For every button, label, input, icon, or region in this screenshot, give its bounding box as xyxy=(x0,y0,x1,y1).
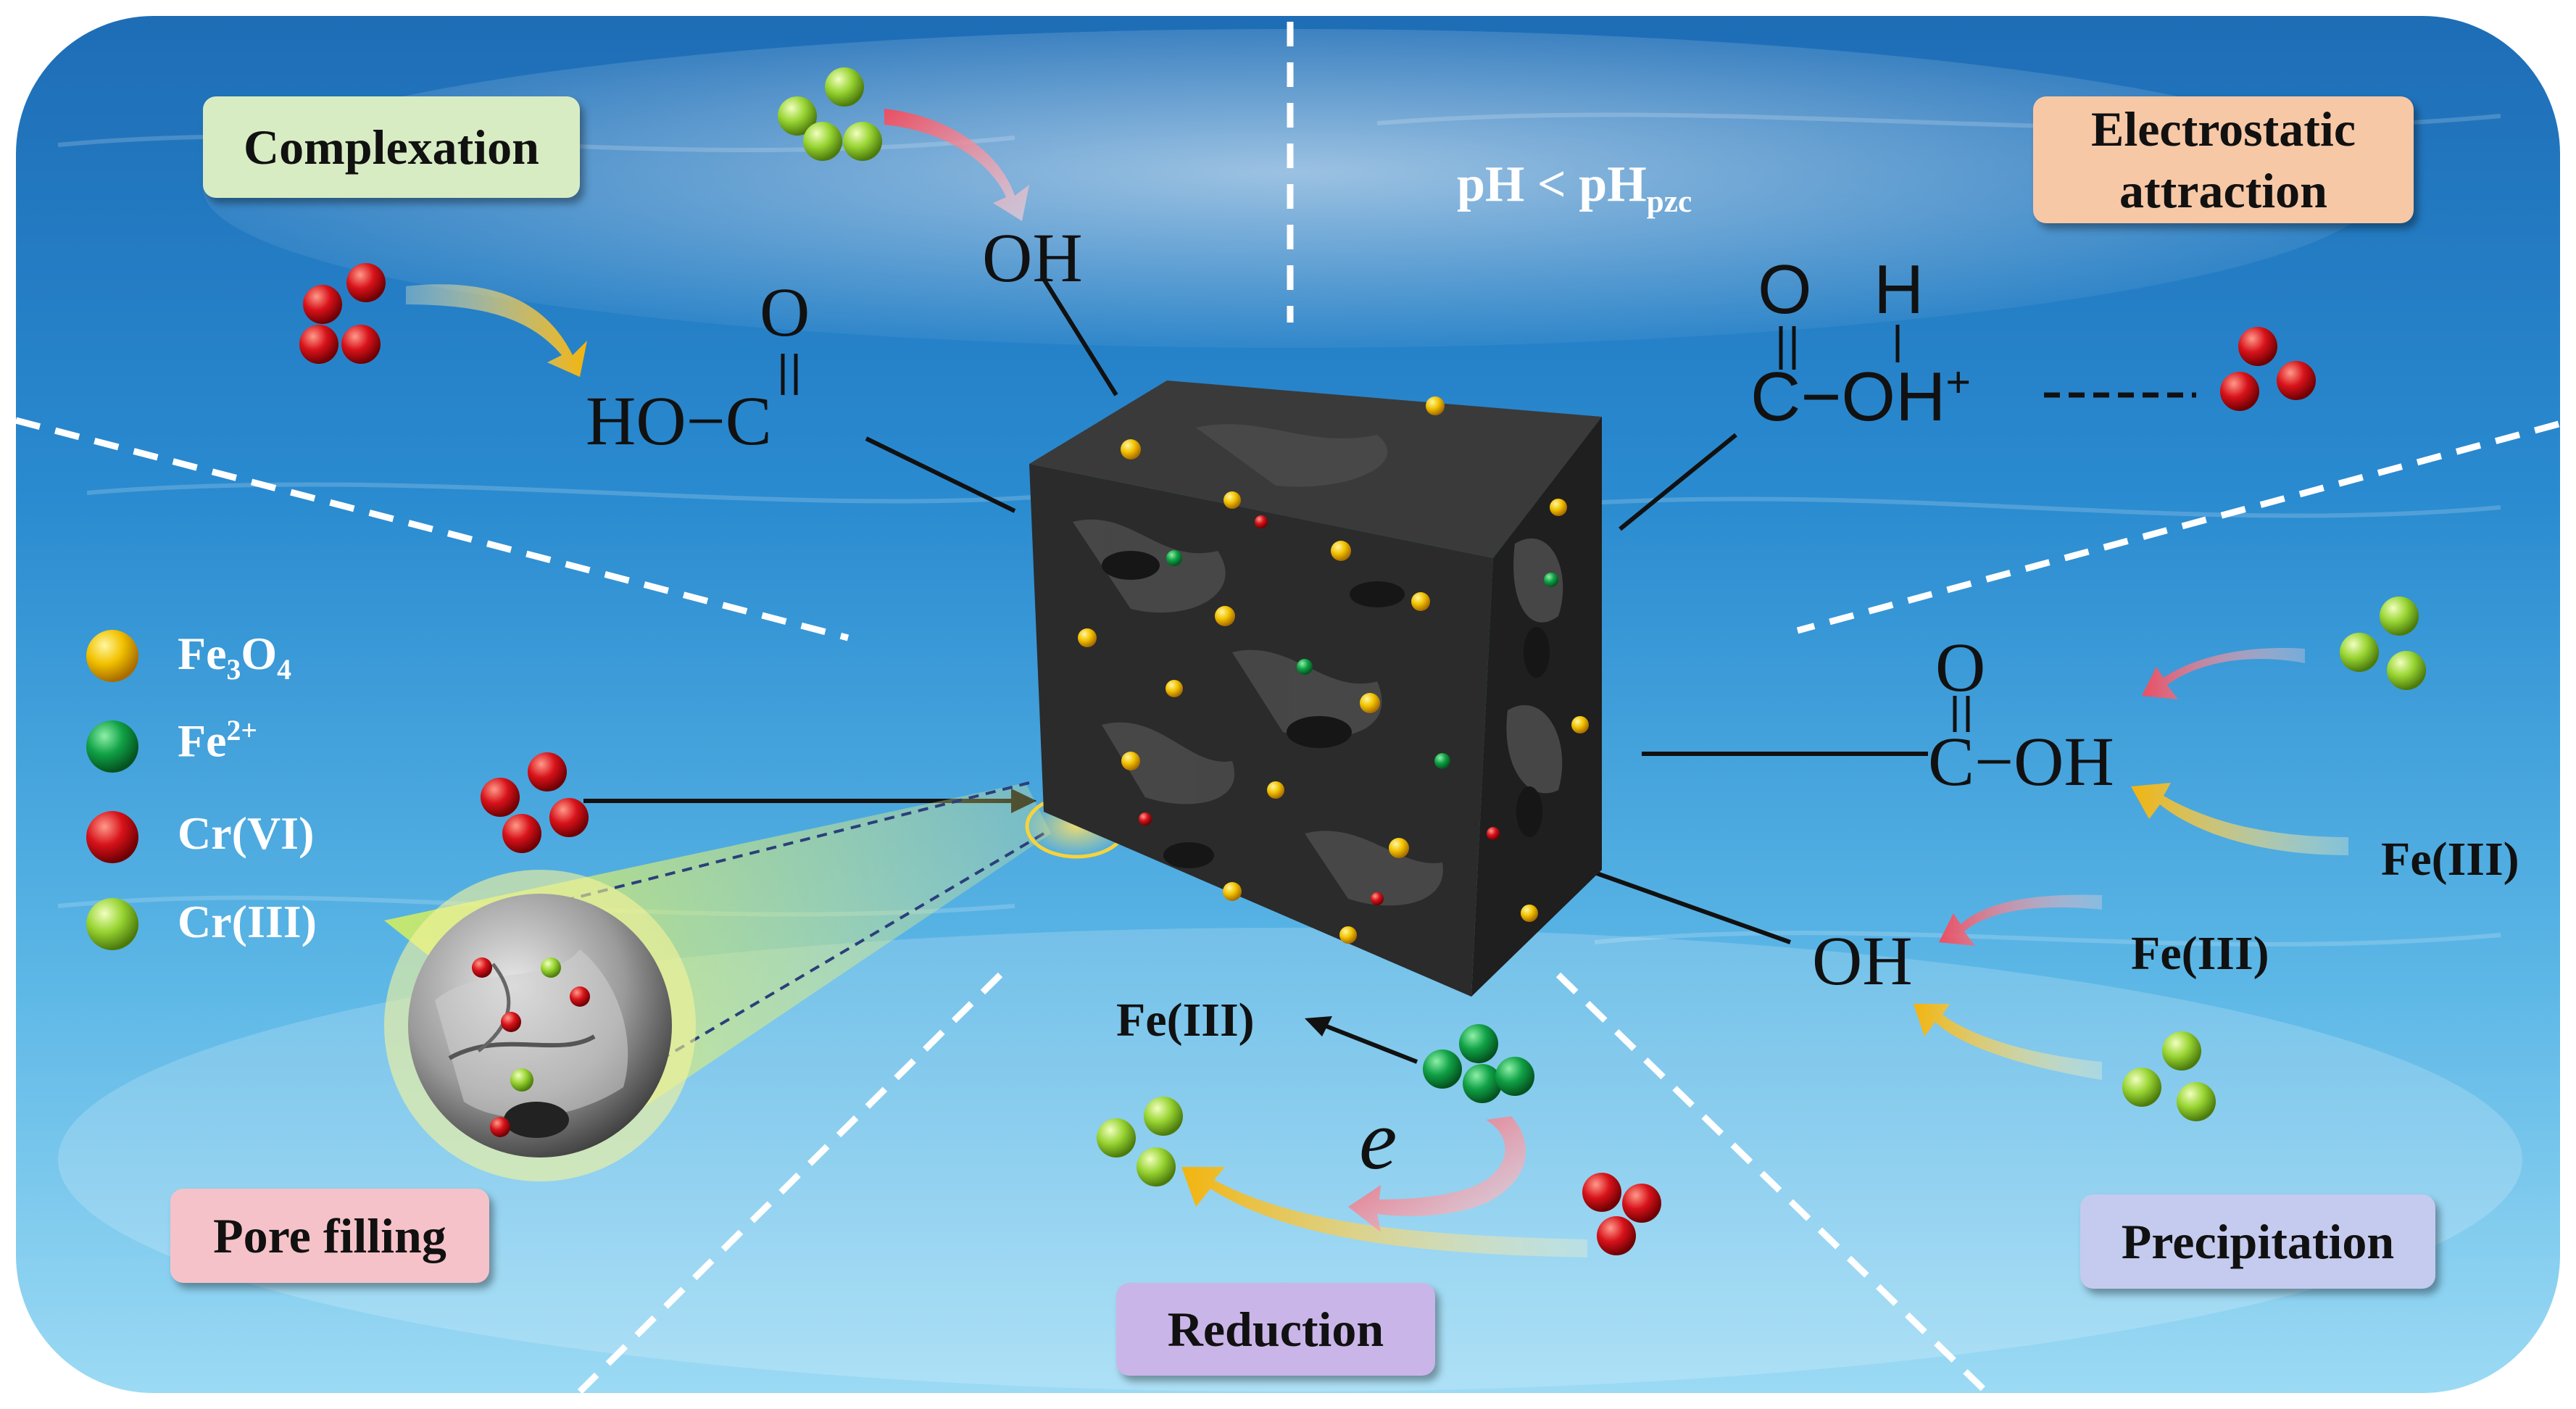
legend-fe3o4-sub1: 3 xyxy=(226,653,241,686)
legend-fe2: Fe2+ xyxy=(178,714,257,768)
legend-fe3o4: Fe3O4 xyxy=(178,627,291,686)
arrow-crvi-to-criii xyxy=(1181,1167,1587,1258)
legend-fe2-sup: 2+ xyxy=(226,715,257,747)
carbonyl-o-precip: O xyxy=(1935,628,1986,706)
legend-fe2-base: Fe xyxy=(178,715,227,767)
fe3-label-reduction: Fe(III) xyxy=(1116,994,1255,1047)
arrow-criii-to-oh xyxy=(1914,1004,2102,1080)
arrow-crvi-to-cooh xyxy=(406,284,587,377)
arrow-criii-to-oh-top xyxy=(884,109,1029,221)
pzc-subscript: pzc xyxy=(1646,184,1692,219)
oh-precip: OH xyxy=(1812,922,1913,999)
protonated-carboxyl: C−OH+ xyxy=(1750,357,1971,437)
legend-crvi: Cr(VI) xyxy=(178,807,315,859)
legend-criii: Cr(III) xyxy=(178,896,317,947)
legend-fe3o4-sub2: 4 xyxy=(277,653,291,686)
fe3-label-right-b: Fe(III) xyxy=(2131,927,2269,980)
legend-fe3o4-base: Fe xyxy=(178,628,227,679)
carbonyl-o-right: O xyxy=(1758,251,1812,328)
carbonyl-o-left: O xyxy=(760,273,810,351)
ion-clusters xyxy=(299,67,2426,1255)
porous-cube xyxy=(1029,381,1602,997)
arrow-fe3-to-oh xyxy=(1939,894,2102,946)
oh-top: OH xyxy=(982,219,1083,296)
ho-c-group: HO−C xyxy=(586,382,772,460)
complexation-label: Complexation xyxy=(203,96,580,198)
pore-filling-label: Pore filling xyxy=(170,1189,489,1283)
electrostatic-attraction-label: Electrostatic attraction xyxy=(2033,96,2414,223)
electron-symbol: e xyxy=(1359,1092,1397,1187)
arrow-fe3-to-cooh xyxy=(2131,783,2348,855)
electrostatic-line2: attraction xyxy=(2119,162,2327,218)
c-oh-plus-text: C−OH xyxy=(1750,358,1946,436)
ph-text: pH < pH xyxy=(1457,157,1647,212)
arrow-electron-transfer xyxy=(1348,1116,1526,1232)
plus-charge: + xyxy=(1945,357,1972,406)
electrostatic-line1: Electrostatic xyxy=(2090,101,2356,157)
section-dividers xyxy=(14,22,2560,1395)
arrow-criii-to-cooh xyxy=(2142,648,2305,699)
fe3-label-right-a: Fe(III) xyxy=(2381,833,2519,886)
legend-markers xyxy=(86,630,138,950)
reduction-label: Reduction xyxy=(1116,1283,1435,1376)
legend-fe3o4-mid: O xyxy=(241,628,278,679)
h-atom: H xyxy=(1874,251,1924,328)
precipitation-label: Precipitation xyxy=(2080,1194,2435,1289)
ph-condition: pH < pHpzc xyxy=(1457,156,1692,220)
c-oh-precip: C−OH xyxy=(1928,723,2114,800)
